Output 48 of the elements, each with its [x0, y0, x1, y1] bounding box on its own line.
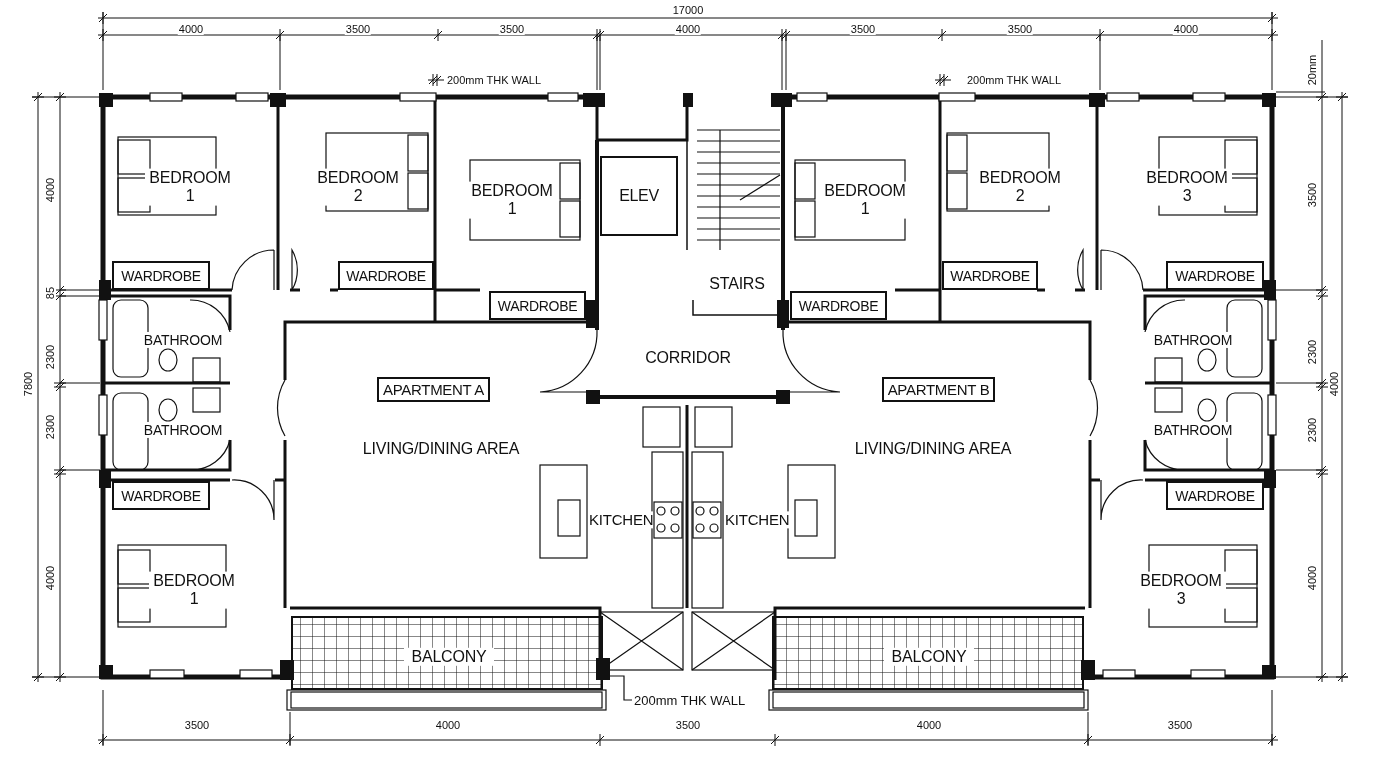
room-label: BATHROOM — [1153, 331, 1233, 349]
dimension-text: 7800 — [22, 370, 34, 398]
dimension-text: 3500 — [1006, 23, 1034, 35]
room-label: WARDROBE — [790, 291, 887, 320]
room-label: WARDROBE — [1166, 481, 1264, 510]
dimension-text: 17000 — [671, 4, 705, 16]
room-label: BALCONY — [884, 647, 974, 667]
room-label: BATHROOM — [1153, 421, 1233, 439]
dimension-text: 20mm — [1306, 53, 1318, 87]
leader-line — [609, 675, 633, 701]
room-label: KITCHEN — [725, 511, 789, 529]
dimension-text: 4000 — [674, 23, 702, 35]
dimension-text: 3500 — [183, 719, 211, 731]
dimension-text: 4000 — [1328, 370, 1340, 398]
dimension-text: 3500 — [674, 719, 702, 731]
dimension-text: 4000 — [44, 564, 56, 592]
room-label: WARDROBE — [112, 481, 210, 510]
room-label: APARTMENT B — [882, 377, 995, 402]
room-label: KITCHEN — [589, 511, 653, 529]
room-label: APARTMENT A — [377, 377, 490, 402]
dimension-text: 3500 — [1306, 181, 1318, 209]
dimension-text: 3500 — [1166, 719, 1194, 731]
dimension-text: 2300 — [1306, 338, 1318, 366]
dimension-text: 2300 — [1306, 416, 1318, 444]
dimension-text: 4000 — [434, 719, 462, 731]
room-label: BALCONY — [404, 647, 494, 667]
room-label: WARDROBE — [112, 261, 210, 290]
room-label: WARDROBE — [942, 261, 1038, 290]
wall-note: 200mm THK WALL — [445, 74, 543, 86]
dimension-text: 4000 — [1306, 564, 1318, 592]
room-label: BATHROOM — [143, 331, 223, 349]
dimension-text: 4000 — [177, 23, 205, 35]
dimension-text: 85 — [44, 285, 56, 301]
dimension-text: 2300 — [44, 413, 56, 441]
room-label: BATHROOM — [143, 421, 223, 439]
dimension-text: 3500 — [849, 23, 877, 35]
dimension-text: 4000 — [915, 719, 943, 731]
room-label: WARDROBE — [338, 261, 434, 290]
room-label: ELEV — [600, 156, 678, 236]
dimension-text: 4000 — [1172, 23, 1200, 35]
dimension-text: 4000 — [44, 176, 56, 204]
dimension-text: 3500 — [344, 23, 372, 35]
room-label: WARDROBE — [489, 291, 586, 320]
wall-note: 200mm THK WALL — [965, 74, 1063, 86]
wall-segment — [596, 658, 610, 680]
dimension-text: 3500 — [498, 23, 526, 35]
room-label: WARDROBE — [1166, 261, 1264, 290]
dimension-text: 2300 — [44, 343, 56, 371]
